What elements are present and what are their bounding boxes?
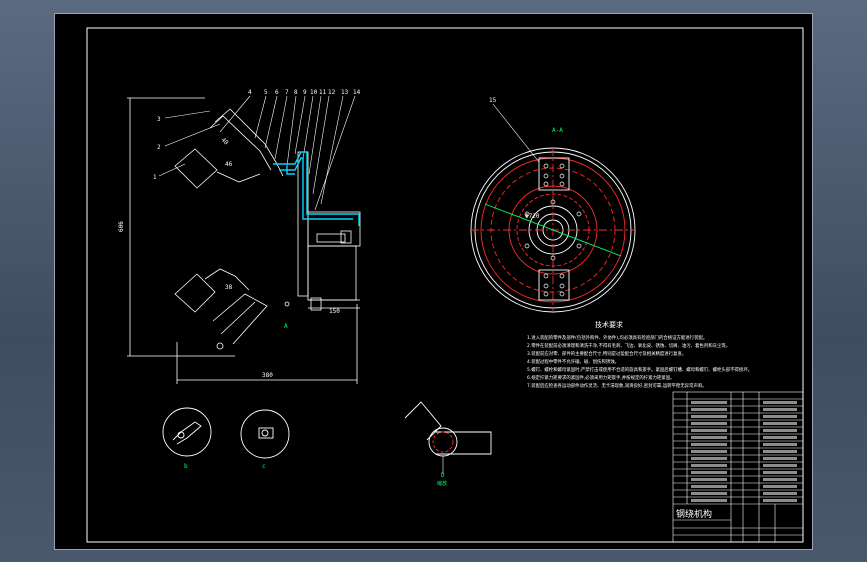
title-block-name: 钢绕机构 (676, 508, 712, 520)
tech-note-1: 1.进入装配的零件及部件(包括外购件、外协件),均必须具有检验部门的合格证方能进… (527, 334, 707, 341)
dim-b: 46 (225, 161, 233, 168)
part-5: 5 (264, 89, 268, 96)
inner-frame (86, 27, 804, 543)
tech-note-7: 7.装配后应检查各运动部件动作灵活、无卡滞现象,润滑良好,密封可靠,运转平稳无异… (527, 382, 707, 389)
wheel-holes (524, 163, 582, 297)
part-2: 2 (157, 144, 161, 151)
part-1: 1 (153, 174, 157, 181)
dim-a2: 38 (225, 284, 233, 291)
detail-view-d (404, 401, 492, 474)
cyan-bracket (273, 151, 360, 226)
dim-small: 150 (329, 308, 340, 315)
detail-c-label: c (262, 463, 266, 470)
tech-note-3: 3.装配前应对零、部件的主要配合尺寸,特别是过盈配合尺寸及相关精度进行复查。 (527, 350, 686, 357)
dim-vertical: 606 (118, 221, 125, 232)
detail-view-b (162, 407, 212, 457)
part-7: 7 (285, 89, 289, 96)
cad-drawing: 3 2 1 4 5 6 7 8 9 10 11 12 13 14 606 380… (86, 27, 804, 543)
tech-note-2: 2.零件在装配前必须清理和清洗干净,不得有毛刺、飞边、氧化皮、锈蚀、切屑、油污、… (527, 342, 730, 349)
detail-view-c (240, 409, 290, 459)
bom-cell-fill (691, 401, 797, 502)
tech-note-5: 5.螺钉、螺栓和螺母紧固时,严禁打击或使用不合适的旋具和扳手。紧固后螺钉槽、螺母… (527, 366, 752, 373)
label-a: A (284, 323, 288, 330)
part-11: 11 (319, 89, 327, 96)
top-view (470, 103, 636, 313)
part-3: 3 (157, 116, 161, 123)
tech-notes-title: 技术要求 (595, 320, 623, 329)
part-numbers: 3 2 1 4 5 6 7 8 9 10 11 12 13 14 606 380… (118, 89, 361, 379)
view-label-aa: A-A (552, 127, 563, 134)
dim-diameter: Φ720 (525, 213, 540, 220)
part-12: 12 (328, 89, 336, 96)
detail-b-label: b (184, 463, 188, 470)
part-9: 9 (303, 89, 307, 96)
tech-notes: 技术要求 1.进入装配的零件及部件(包括外购件、外协件),均必须具有检验部门的合… (527, 320, 752, 389)
detail-d-label: D (441, 472, 445, 479)
bom-table (672, 391, 804, 543)
detail-d-sub: 缩放 (437, 480, 447, 487)
part-10: 10 (310, 89, 318, 96)
dim-horizontal: 380 (262, 372, 273, 379)
part-13: 13 (341, 89, 349, 96)
tech-note-6: 6.规定拧紧力矩要求的紧固件,必须采用力矩扳手,并按规定的拧紧力矩紧固。 (527, 374, 674, 381)
tech-note-4: 4.装配过程中零件不允许磕、碰、划伤和锈蚀。 (527, 358, 619, 365)
dim-a1: 40 (220, 136, 230, 146)
part-14: 14 (353, 89, 361, 96)
part-8: 8 (294, 89, 298, 96)
main-view (127, 95, 361, 384)
drawing-sheet: 3 2 1 4 5 6 7 8 9 10 11 12 13 14 606 380… (54, 13, 813, 550)
part-4: 4 (248, 89, 252, 96)
balloon-15: 15 (489, 97, 497, 104)
part-6: 6 (275, 89, 279, 96)
